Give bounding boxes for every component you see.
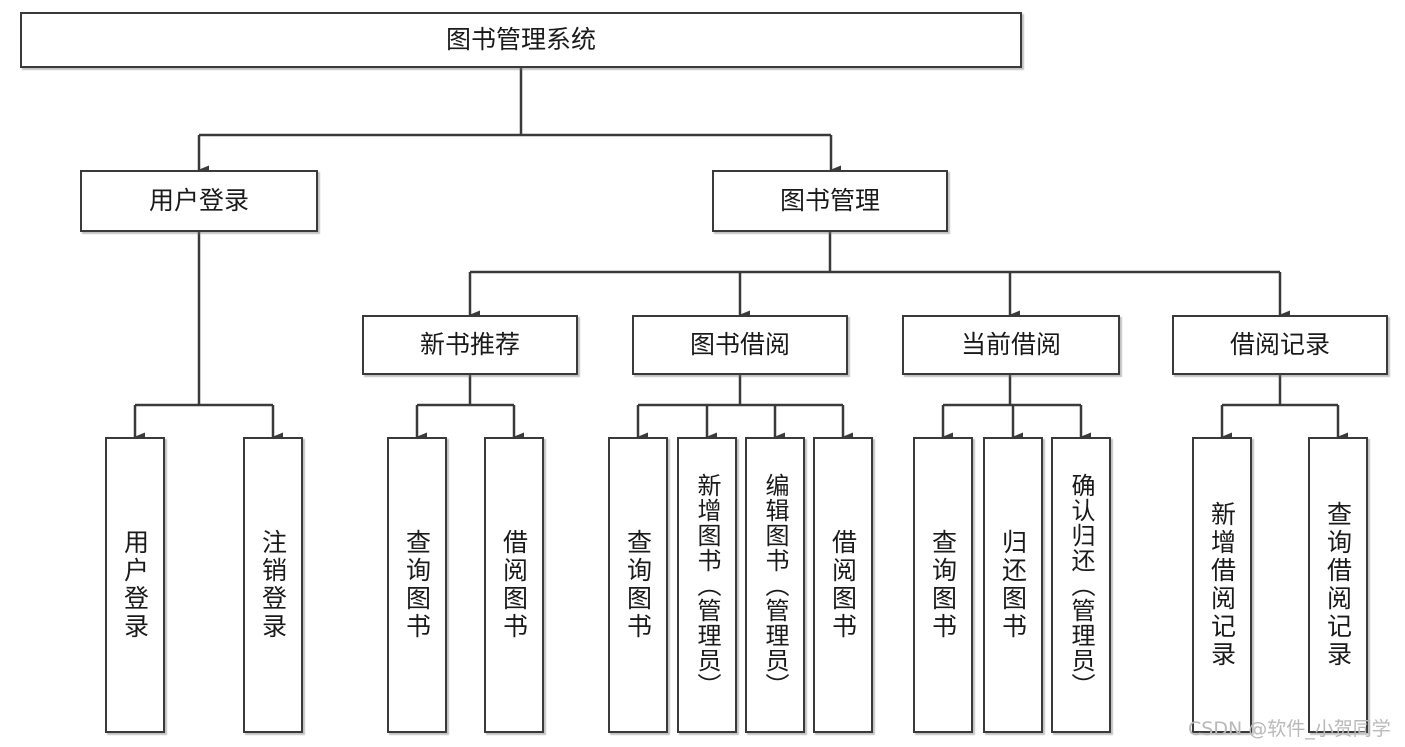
node-leaf-query-record[interactable]: 查询借阅记录	[1308, 437, 1368, 733]
node-leaf-return-book[interactable]: 归还图书	[983, 437, 1043, 733]
node-user-login-label: 用户登录	[148, 186, 249, 216]
node-book-borrow[interactable]: 图书借阅	[632, 315, 848, 375]
node-leaf-user-login-label: 用户登录	[120, 529, 150, 641]
node-root-system-label: 图书管理系统	[445, 25, 596, 55]
node-leaf-confirm-return-label: 确认归还（管理员）	[1067, 472, 1095, 698]
node-leaf-query-book-3-label: 查询图书	[928, 529, 958, 641]
node-leaf-logout-label: 注销登录	[258, 529, 288, 641]
node-leaf-return-book-label: 归还图书	[998, 529, 1028, 641]
node-leaf-add-book[interactable]: 新增图书（管理员）	[677, 437, 737, 733]
node-borrow-record[interactable]: 借阅记录	[1172, 315, 1388, 375]
node-leaf-borrow-book-1[interactable]: 借阅图书	[484, 437, 544, 733]
node-leaf-query-record-label: 查询借阅记录	[1323, 501, 1353, 669]
node-leaf-query-book-2-label: 查询图书	[623, 529, 653, 641]
node-leaf-borrow-book-1-label: 借阅图书	[499, 529, 529, 641]
node-leaf-query-book-2[interactable]: 查询图书	[608, 437, 668, 733]
node-book-borrow-label: 图书借阅	[689, 330, 790, 360]
node-leaf-query-book-3[interactable]: 查询图书	[913, 437, 973, 733]
node-leaf-logout[interactable]: 注销登录	[243, 437, 303, 733]
node-leaf-add-book-label: 新增图书（管理员）	[693, 472, 721, 698]
node-book-manage[interactable]: 图书管理	[712, 170, 948, 232]
node-book-manage-label: 图书管理	[779, 186, 880, 216]
node-leaf-query-book-1-label: 查询图书	[402, 529, 432, 641]
node-leaf-query-book-1[interactable]: 查询图书	[387, 437, 447, 733]
node-leaf-confirm-return[interactable]: 确认归还（管理员）	[1051, 437, 1111, 733]
node-leaf-add-record[interactable]: 新增借阅记录	[1192, 437, 1252, 733]
node-leaf-user-login[interactable]: 用户登录	[105, 437, 165, 733]
watermark-text: CSDN @软件_小贺同学	[1188, 718, 1391, 740]
node-leaf-borrow-book-2-label: 借阅图书	[828, 529, 858, 641]
node-borrow-record-label: 借阅记录	[1229, 330, 1330, 360]
node-leaf-add-record-label: 新增借阅记录	[1207, 501, 1237, 669]
node-leaf-edit-book-label: 编辑图书（管理员）	[761, 472, 789, 698]
node-leaf-borrow-book-2[interactable]: 借阅图书	[813, 437, 873, 733]
node-user-login[interactable]: 用户登录	[80, 170, 318, 232]
node-new-book-recommend-label: 新书推荐	[419, 330, 520, 360]
node-leaf-edit-book[interactable]: 编辑图书（管理员）	[745, 437, 805, 733]
node-current-borrow[interactable]: 当前借阅	[902, 315, 1120, 375]
node-root-system[interactable]: 图书管理系统	[20, 12, 1022, 68]
node-current-borrow-label: 当前借阅	[960, 330, 1061, 360]
node-new-book-recommend[interactable]: 新书推荐	[362, 315, 578, 375]
